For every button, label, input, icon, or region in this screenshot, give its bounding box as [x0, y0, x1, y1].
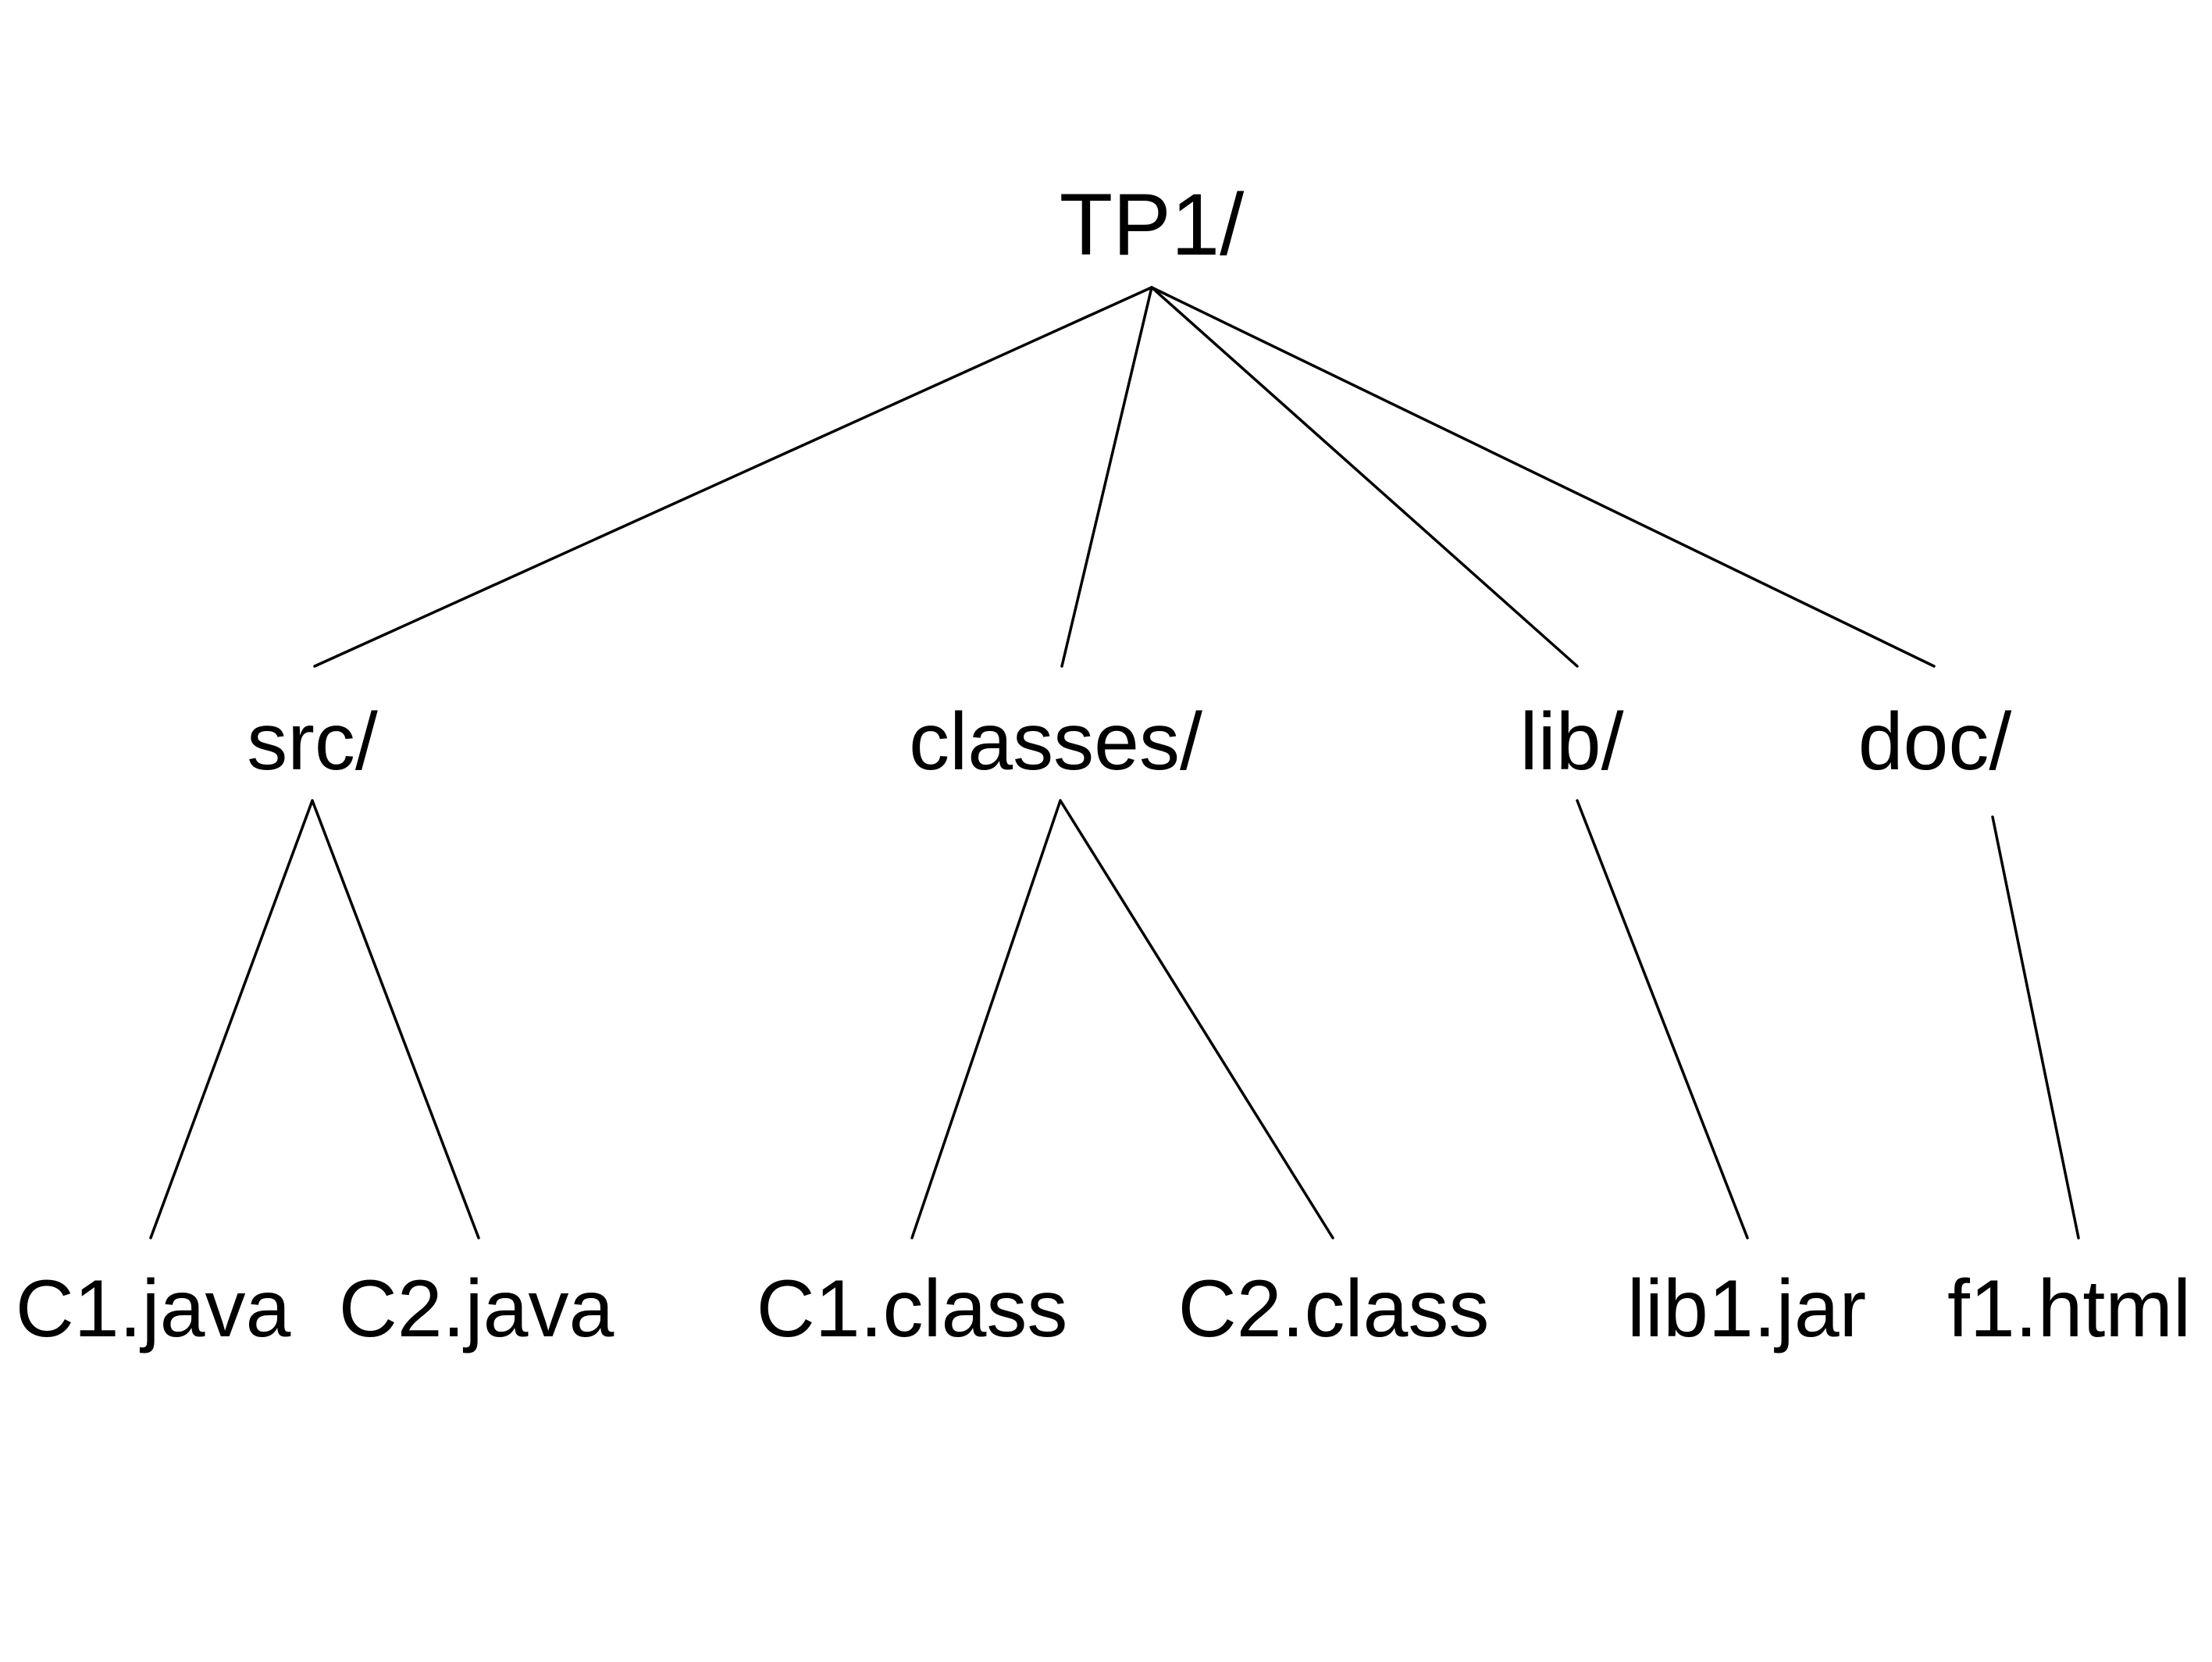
- root-folder-label: TP1/: [1059, 176, 1245, 273]
- edge-classes-c1class: [910, 799, 1062, 1239]
- file-label-c2-java: C2.java: [338, 1264, 614, 1354]
- edge-root-doc: [1150, 286, 1936, 668]
- edge-classes-c2class: [1059, 799, 1334, 1239]
- edge-lib-lib1jar: [1576, 799, 1749, 1239]
- edge-src-c1java: [149, 799, 314, 1239]
- folder-label-classes: classes/: [909, 697, 1202, 787]
- file-label-f1-html: f1.html: [1947, 1264, 2192, 1354]
- folder-label-lib: lib/: [1519, 697, 1624, 787]
- file-label-c1-class: C1.class: [756, 1264, 1068, 1354]
- edge-root-classes: [1060, 286, 1153, 668]
- edge-root-src: [313, 286, 1153, 668]
- edge-root-lib: [1150, 286, 1579, 668]
- file-label-c2-class: C2.class: [1177, 1264, 1490, 1354]
- file-label-lib1-jar: lib1.jar: [1626, 1264, 1867, 1354]
- folder-label-doc: doc/: [1858, 697, 2012, 787]
- folder-label-src: src/: [247, 697, 378, 787]
- file-label-c1-java: C1.java: [15, 1264, 291, 1354]
- edge-src-c2java: [311, 799, 480, 1239]
- edge-doc-f1html: [1991, 815, 2080, 1239]
